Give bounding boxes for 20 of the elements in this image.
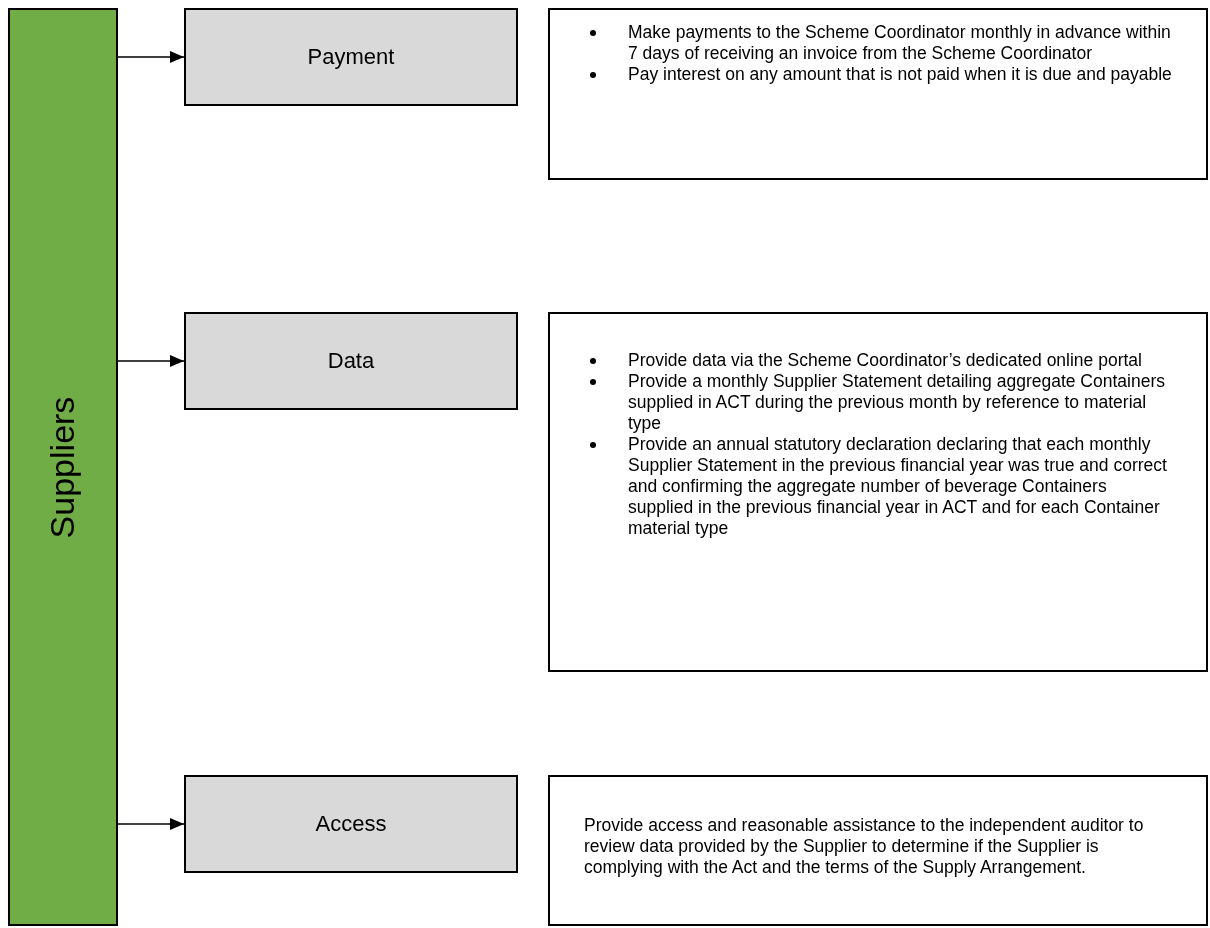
- description-box: [548, 775, 1208, 926]
- bullet-item: Provide data via the Scheme Coordinator’s dedicated online portal: [628, 350, 1142, 371]
- category-box: [184, 775, 518, 873]
- description-box: [548, 8, 1208, 180]
- category-box: [184, 8, 518, 106]
- arrow: [117, 818, 185, 830]
- description-box: [548, 312, 1208, 672]
- arrow: [117, 51, 185, 63]
- arrow: [117, 355, 185, 367]
- bullet-item: Pay interest on any amount that is not paid when it is due and payable: [628, 64, 1172, 85]
- category-label: Data: [327, 348, 375, 374]
- side-bar: [8, 8, 118, 926]
- category-label: Access: [315, 811, 387, 837]
- category-box: [184, 312, 518, 410]
- bullet-item: Provide an annual statutory declaration declaring that each monthly Supplier Statement in the previous financial year was true and correct and confirming the aggregate number of beverage Containers supplied in the previous financial year in ACT and for each Container material type: [628, 434, 1168, 539]
- bullet-item: Provide a monthly Supplier Statement detailing aggregate Containers supplied in ACT during the previous month by reference to material type: [628, 371, 1166, 434]
- bullet-item: Make payments to the Scheme Coordinator monthly in advance within 7 days of receiving an invoice from the Scheme Coordinator: [628, 22, 1172, 64]
- bar-title: Suppliers: [43, 396, 83, 538]
- category-label: Payment: [307, 44, 395, 70]
- description-text: Provide access and reasonable assistance to the independent auditor to review data provided by the Supplier to determine if the Supplier is complying with the Act and the terms of the Supply Arrangement.: [584, 815, 1145, 878]
